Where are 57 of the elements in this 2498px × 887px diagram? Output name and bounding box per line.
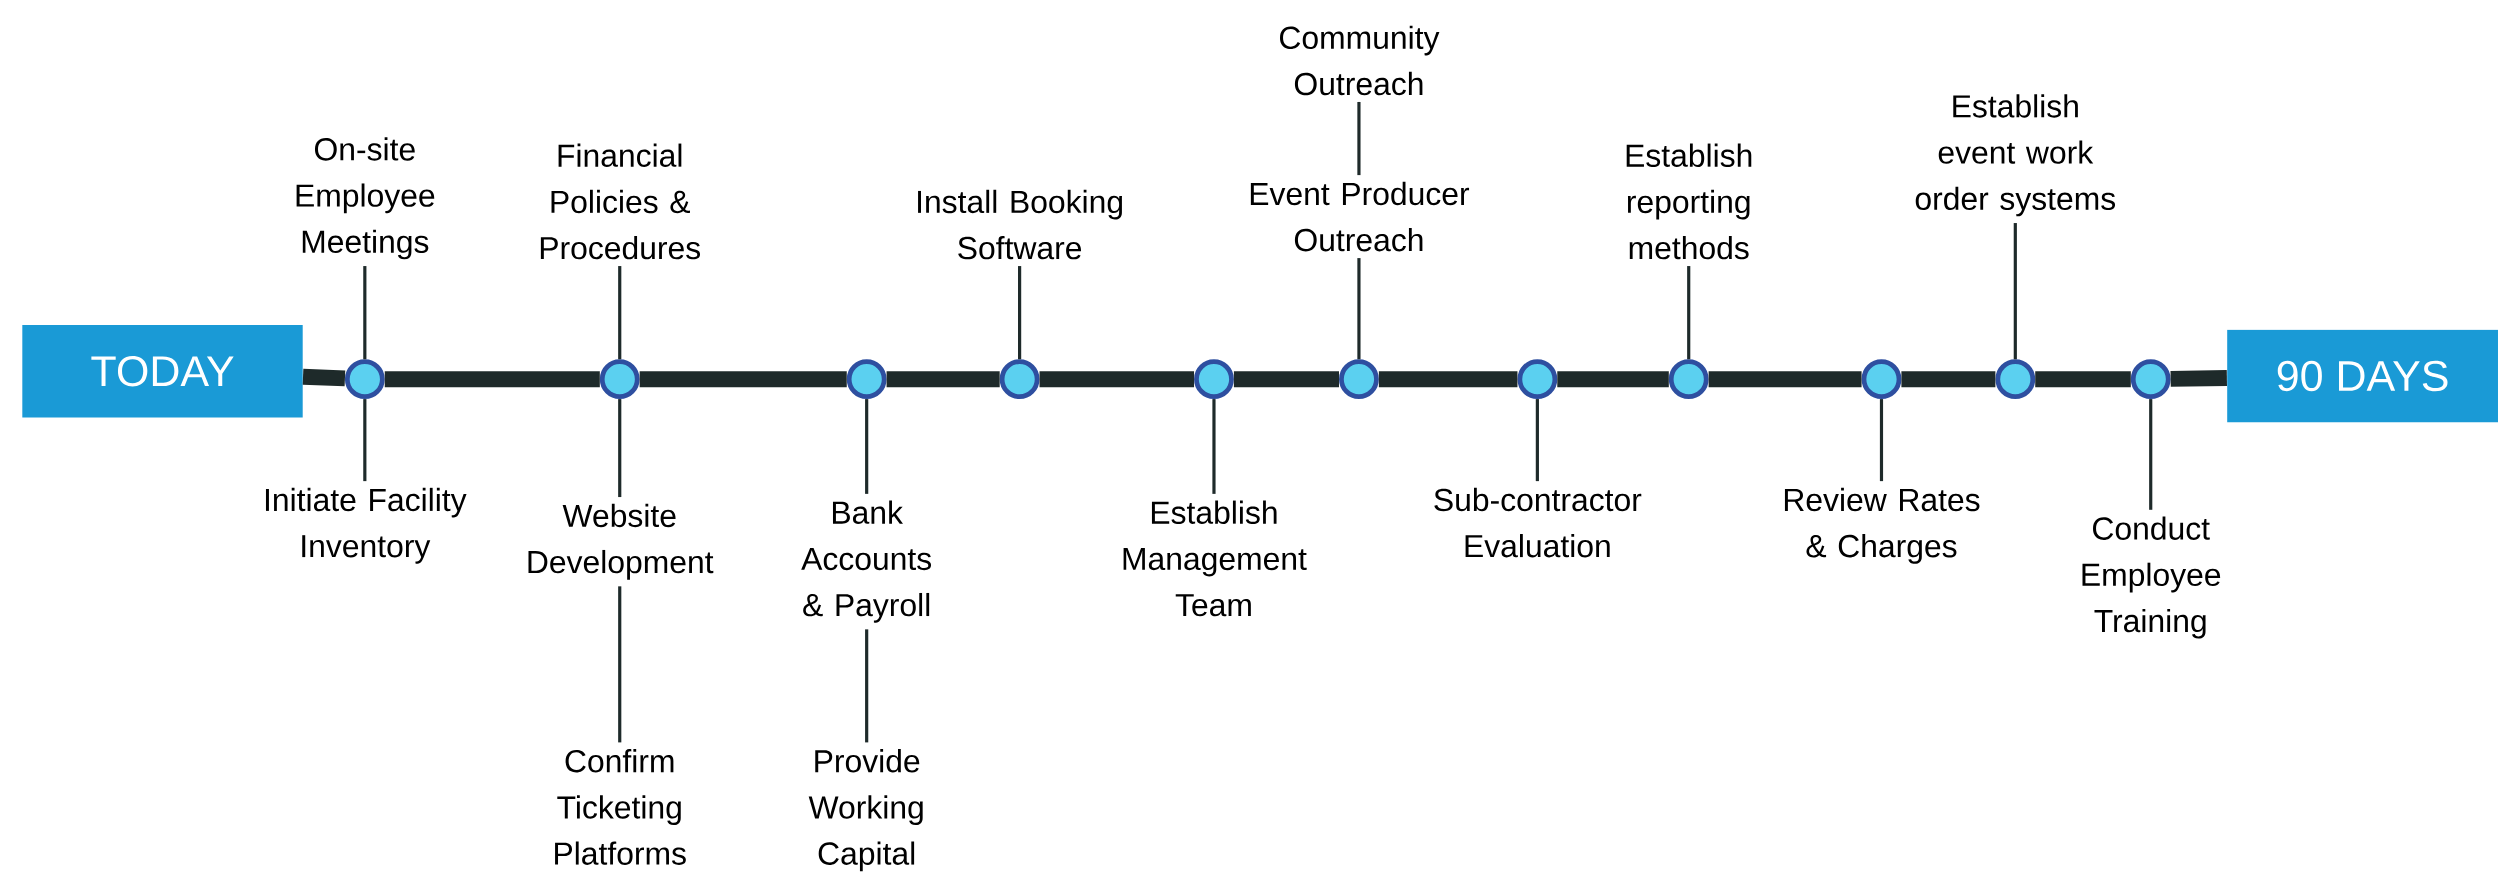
timeline-line bbox=[2170, 369, 2227, 387]
timeline-dot bbox=[1194, 359, 1234, 399]
leader-line bbox=[1687, 265, 1691, 360]
milestone-box: TODAY bbox=[22, 324, 303, 418]
timeline-line bbox=[1901, 371, 1996, 387]
milestone-label: Establish event work order systems bbox=[1915, 94, 2116, 217]
timeline-line bbox=[384, 371, 600, 387]
timeline-dot bbox=[599, 359, 640, 399]
milestone-label: On-site Employee Meetings bbox=[296, 137, 435, 260]
milestone-label: Community Outreach bbox=[1280, 25, 1440, 96]
milestone-label: Confirm Ticketing Platforms bbox=[555, 748, 686, 865]
milestone-label: Event Producer Outreach bbox=[1250, 181, 1470, 252]
leader-line bbox=[363, 265, 367, 360]
timeline-dot bbox=[344, 359, 385, 399]
timeline-dot bbox=[1995, 359, 2036, 399]
milestone-label: Establish reporting methods bbox=[1626, 143, 1752, 260]
timeline-line bbox=[639, 371, 847, 387]
timeline-line bbox=[1378, 371, 1518, 387]
leader-line bbox=[865, 629, 869, 743]
milestone-label: Install Booking Software bbox=[918, 189, 1122, 260]
milestone-label: Bank Accounts & Payroll bbox=[801, 500, 931, 623]
milestone-label: Sub-contractor Evaluation bbox=[1434, 487, 1642, 558]
leader-line bbox=[1357, 101, 1361, 175]
timeline-dot bbox=[1339, 359, 1379, 399]
leader-line bbox=[865, 398, 869, 494]
leader-line bbox=[1879, 398, 1884, 481]
timeline-dot bbox=[1668, 359, 1709, 399]
leader-line bbox=[2149, 398, 2153, 510]
timeline-line bbox=[2035, 371, 2131, 387]
milestone-label: Financial Policies & Procedures bbox=[540, 143, 700, 260]
timeline-dot bbox=[2130, 359, 2171, 399]
leader-line bbox=[1018, 265, 1022, 360]
leader-line bbox=[1212, 398, 1216, 494]
timeline-line bbox=[886, 371, 1000, 387]
timeline-dot bbox=[999, 359, 1040, 399]
leader-line bbox=[363, 398, 367, 481]
milestone-box: 90 DAYS bbox=[2227, 329, 2498, 422]
milestone-label: Initiate Facility Inventory bbox=[265, 487, 467, 564]
timeline-line bbox=[1708, 371, 1862, 387]
leader-line bbox=[2013, 222, 2017, 360]
leader-line bbox=[1357, 257, 1361, 360]
timeline-dot bbox=[1517, 359, 1558, 399]
leader-line bbox=[618, 265, 622, 360]
timeline-line bbox=[1233, 371, 1340, 387]
milestone-label: Conduct Employee Training bbox=[2082, 516, 2221, 639]
timeline-line bbox=[1557, 371, 1669, 387]
leader-line bbox=[618, 398, 622, 497]
timeline-line bbox=[1039, 371, 1195, 387]
timeline-dot bbox=[846, 359, 887, 399]
milestone-label: Provide Working Capital bbox=[808, 748, 923, 872]
leader-line bbox=[1535, 398, 1539, 481]
timeline-line bbox=[302, 368, 346, 387]
timeline-dot bbox=[1861, 359, 1902, 399]
milestone-label: Website Development bbox=[528, 503, 714, 580]
milestone-label: Review Rates & Charges bbox=[1784, 487, 1980, 564]
leader-line bbox=[618, 586, 622, 743]
milestone-label: Establish Management Team bbox=[1123, 500, 1307, 617]
